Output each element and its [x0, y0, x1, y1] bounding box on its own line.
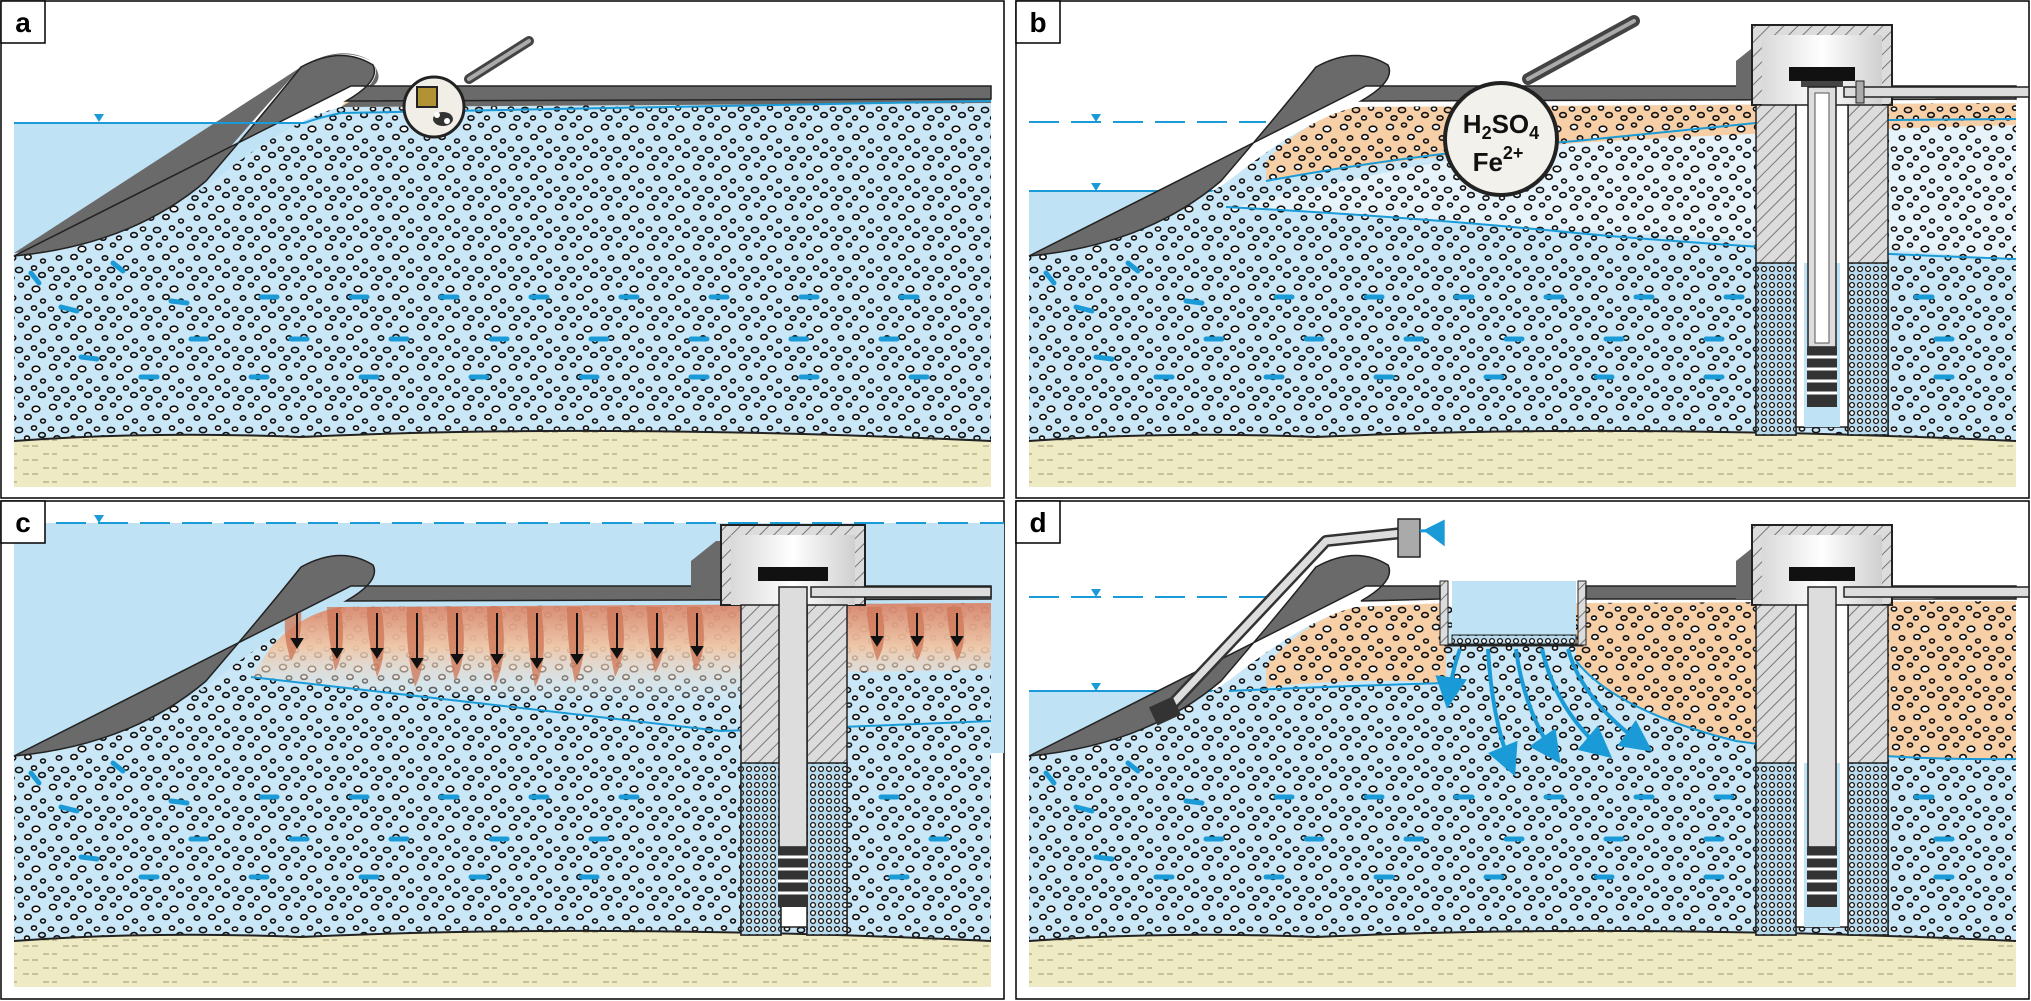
formula-fe: Fe — [1473, 147, 1503, 177]
flow-arrows — [28, 260, 930, 380]
svg-text:Fe2+: Fe2+ — [1473, 143, 1524, 177]
extraction-well — [1736, 524, 2030, 936]
formula-sub-2: 2 — [1482, 123, 1492, 143]
aquifer-gravel — [14, 103, 991, 441]
recharge-arrows — [1435, 648, 1653, 777]
formula-sub-4: 4 — [1529, 123, 1539, 143]
panel-d: d — [1015, 500, 2030, 1000]
svg-text:H2SO4: H2SO4 — [1463, 109, 1539, 143]
bedrock-layer — [14, 430, 991, 487]
formula-h: H — [1463, 109, 1482, 139]
formula-so: SO — [1492, 109, 1530, 139]
extraction-well — [691, 524, 992, 936]
extraction-well — [1736, 24, 2030, 436]
magnifier-chemistry: H2SO4 Fe2+ — [1443, 15, 1640, 197]
oxidized-zone-left — [1266, 603, 1446, 687]
infiltration-basin — [1439, 580, 1587, 647]
panel-label-a: a — [15, 7, 31, 38]
seepage-arrows — [290, 613, 964, 669]
panel-a: a — [0, 0, 1005, 499]
panel-label-b: b — [1029, 7, 1046, 38]
water-table-line — [14, 100, 992, 124]
panel-label-c: c — [15, 507, 31, 538]
magnifier — [402, 36, 534, 139]
panel-label-d: d — [1029, 507, 1046, 538]
water-level-marker — [94, 114, 104, 122]
siphon-pipe — [1148, 518, 1445, 726]
formula-sup-2plus: 2+ — [1503, 143, 1524, 163]
panel-b: H2SO4 Fe2+ b — [1015, 0, 2030, 499]
panel-c: c — [0, 500, 1005, 1000]
dam-embankment — [14, 53, 991, 254]
acid-fingers — [284, 607, 965, 687]
